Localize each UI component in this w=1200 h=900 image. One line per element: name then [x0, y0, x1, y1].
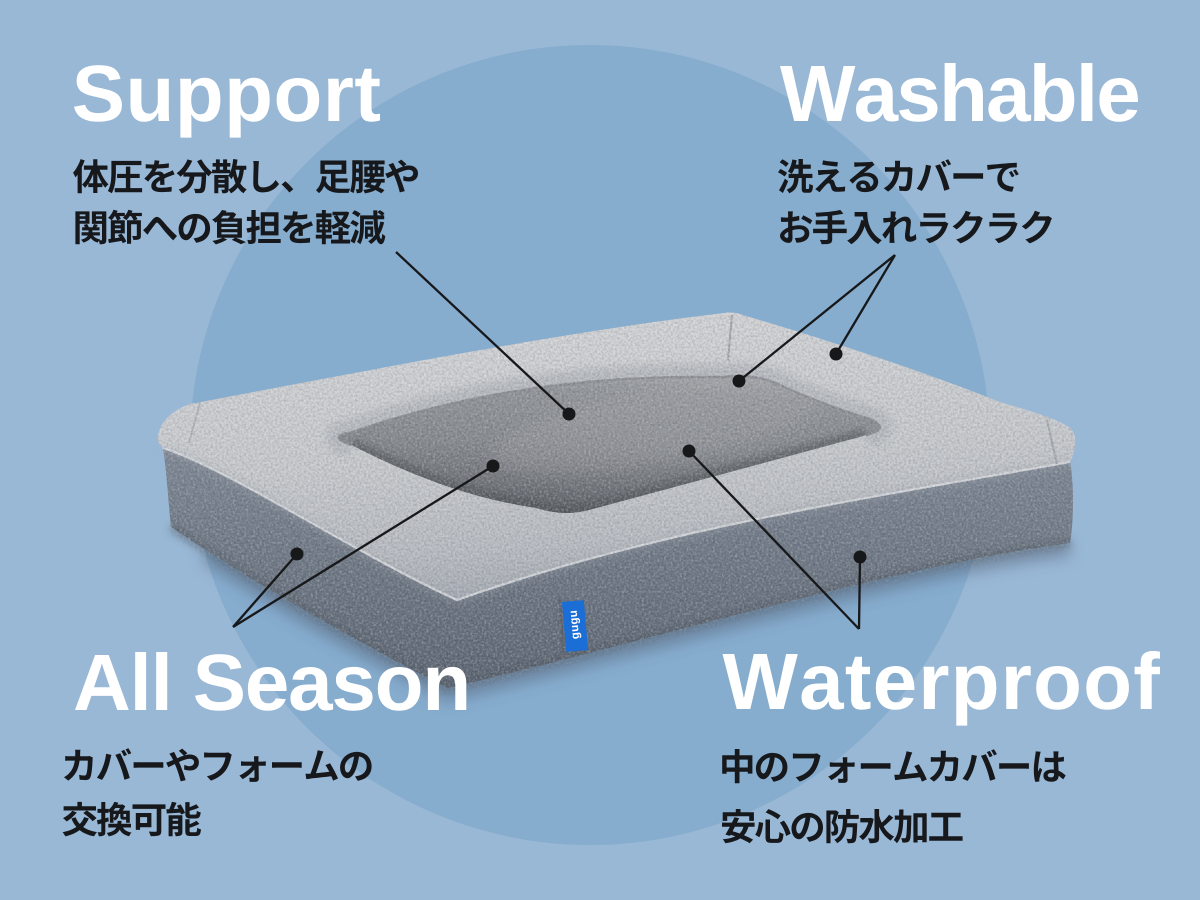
- svg-text:gugu: gugu: [568, 609, 583, 639]
